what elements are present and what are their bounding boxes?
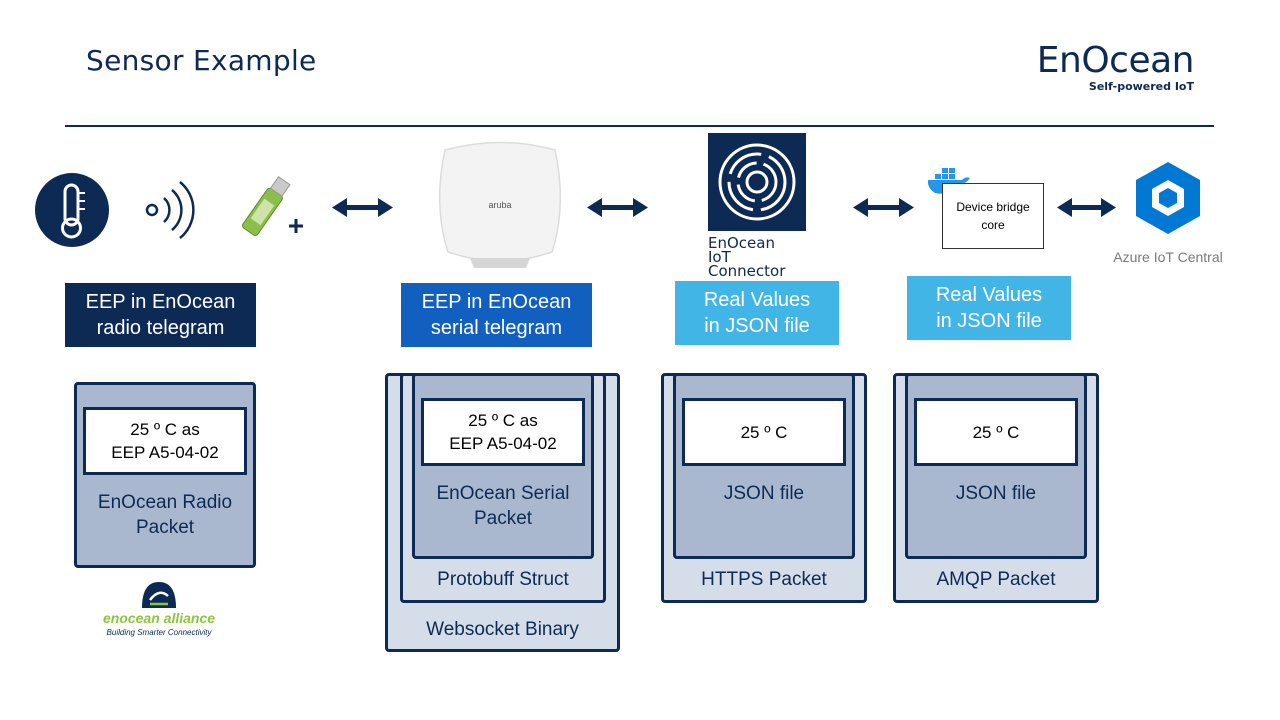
amqp-packet-label: AMQP Packet <box>936 569 1056 590</box>
enocean-logo: EnOcean <box>1036 40 1195 81</box>
amqp-json-file-label: JSON file <box>955 483 1037 504</box>
serial-packet-label: EnOcean Serial Packet <box>436 483 570 529</box>
bidirectional-arrow-icon <box>853 198 914 217</box>
device-flow-graphics: aruba <box>35 133 1200 268</box>
device-bridge-core-box: Device bridge core <box>942 183 1044 249</box>
thermometer-icon <box>35 173 109 247</box>
enocean-alliance-tagline: Building Smarter Connectivity <box>106 628 212 637</box>
radio-waves-icon <box>145 181 195 239</box>
enocean-alliance-logo-icon <box>142 582 176 608</box>
stage-label-radio: EEP in EnOcean radio telegram <box>65 283 256 347</box>
radio-packet-label: EnOcean Radio Packet <box>97 492 233 538</box>
bidirectional-arrow-icon <box>332 198 393 217</box>
iot-connector-label: EnOcean IoT Connector <box>708 234 786 280</box>
radio-packet-value: 25 º C as EEP A5-04-02 <box>83 407 247 475</box>
enocean-tagline: Self-powered IoT <box>1088 80 1194 93</box>
websocket-binary-label: Websocket Binary <box>426 619 579 640</box>
iot-connector-logo <box>708 133 806 231</box>
protobuff-struct-label: Protobuff Struct <box>437 569 569 590</box>
azure-iot-central-icon <box>1136 162 1200 234</box>
azure-iot-central-label: Azure IoT Central <box>1113 249 1223 265</box>
bidirectional-arrow-icon <box>587 198 648 217</box>
stage-label-serial: EEP in EnOcean serial telegram <box>401 283 592 347</box>
https-json-file-label: JSON file <box>723 483 805 504</box>
slide-title: Sensor Example <box>86 44 317 77</box>
stage-label-json-amqp: Real Values in JSON file <box>907 276 1071 340</box>
serial-packet-value: 25 º C as EEP A5-04-02 <box>421 398 585 466</box>
usb-stick-icon <box>242 176 291 237</box>
enocean-alliance-name: enocean alliance <box>102 610 216 626</box>
https-packet-value: 25 º C <box>682 398 846 466</box>
bidirectional-arrow-icon <box>1057 198 1116 217</box>
header-divider <box>65 125 1214 127</box>
plus-icon <box>289 219 303 233</box>
stage-label-json-https: Real Values in JSON file <box>675 281 839 345</box>
access-point-brand: aruba <box>488 200 511 210</box>
access-point-icon: aruba <box>438 141 562 268</box>
https-packet-label: HTTPS Packet <box>701 569 827 590</box>
amqp-packet-value: 25 º C <box>914 398 1078 466</box>
